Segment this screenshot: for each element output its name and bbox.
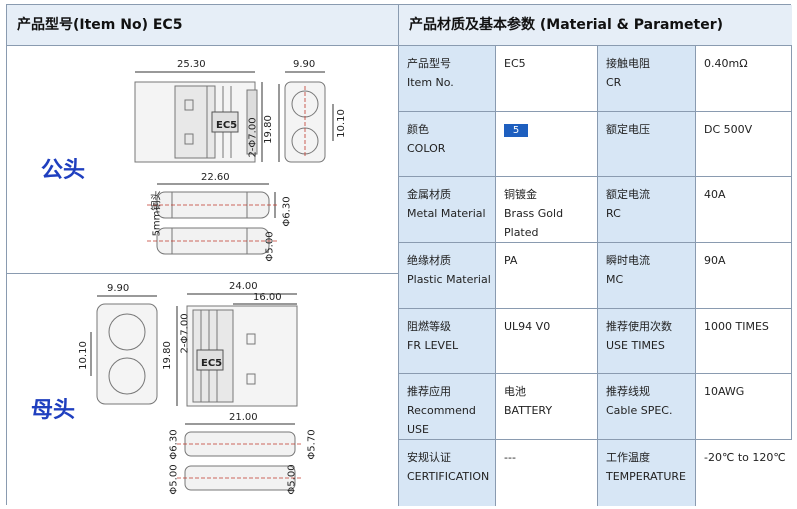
female-connector-drawing <box>90 293 302 491</box>
male-connector-drawing <box>134 71 334 255</box>
param-value: UL94 V0 <box>496 309 598 374</box>
dim-pin-dia: Φ6.30 <box>281 196 293 227</box>
param-value: 40A <box>696 177 792 243</box>
male-label: 公头 <box>41 157 86 183</box>
spec-sheet: 产品型号(Item No) EC5 产品材质及基本参数 (Material & … <box>6 4 792 506</box>
parameter-header: 产品材质及基本参数 (Material & Parameter) <box>399 5 792 46</box>
dim-length: 25.30 <box>177 59 206 70</box>
dim-f-inner: 16.00 <box>253 292 282 303</box>
dim-width: 9.90 <box>293 59 316 70</box>
param-value: 0.40mΩ <box>696 46 792 112</box>
dim-hole: 2-Φ7.00 <box>247 117 259 158</box>
dim-f-pin-dia3: Φ5.00 <box>168 464 180 495</box>
dim-f-height: 19.80 <box>161 341 173 370</box>
male-drawing-panel: 公头 25.30 9.90 19.80 2-Φ7.00 10.10 22.60 … <box>7 46 399 274</box>
param-label: 额定电压 <box>598 112 696 177</box>
param-value: DC 500V <box>696 112 792 177</box>
dim-f-hole: 2-Φ7.00 <box>179 313 191 354</box>
ec5-mark: EC5 <box>216 120 238 131</box>
param-value: -20℃ to 120℃ <box>696 440 792 506</box>
param-value: PA <box>496 243 598 309</box>
dim-f-length: 24.00 <box>229 281 258 292</box>
dim-pitch: 10.10 <box>335 109 347 138</box>
param-value: --- <box>496 440 598 506</box>
female-drawing-panel: 母头 9.90 24.00 16.00 10.10 19.80 2-Φ7.00 … <box>7 274 399 506</box>
dim-f-pin-dia4: Φ5.00 <box>286 464 298 495</box>
dim-copper-head: 5mm铜头 <box>151 190 163 237</box>
dim-f-pin-dia2: Φ5.70 <box>306 429 318 460</box>
param-value: 90A <box>696 243 792 309</box>
dim-f-pin-dia: Φ6.30 <box>168 429 180 460</box>
ec5-mark-female: EC5 <box>201 358 223 369</box>
param-value: 5 <box>496 112 598 177</box>
dim-pin-length: 22.60 <box>201 172 230 183</box>
dim-f-pin-length: 21.00 <box>229 412 258 423</box>
dim-f-width: 9.90 <box>107 283 130 294</box>
param-value: 1000 TIMES <box>696 309 792 374</box>
dim-height: 19.80 <box>262 115 274 144</box>
param-value: 10AWG <box>696 374 792 440</box>
drawing-header: 产品型号(Item No) EC5 <box>7 5 399 46</box>
female-label: 母头 <box>31 397 76 423</box>
param-value: EC5 <box>496 46 598 112</box>
dim-f-pitch: 10.10 <box>77 341 89 370</box>
color-swatch: 5 <box>504 124 528 137</box>
dim-pin-dia2: Φ5.00 <box>264 231 276 262</box>
